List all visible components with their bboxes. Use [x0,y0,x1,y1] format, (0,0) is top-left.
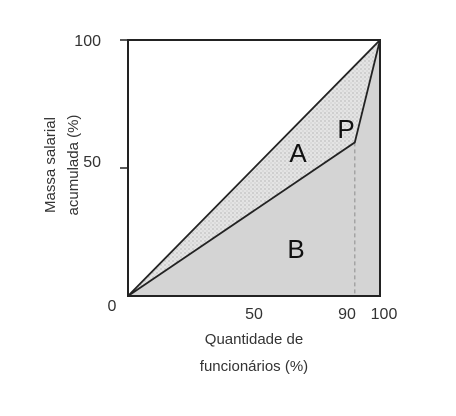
equality-line [127,39,381,297]
x-tick-label-100: 100 [371,306,398,323]
x-axis-title-line2: funcionários (%) [200,358,308,375]
region-b-area [128,40,380,296]
x-tick-label-50: 50 [245,306,263,323]
region-a-label: A [289,138,307,168]
region-p-label: P [337,114,354,144]
y-axis-title-line2: acumulada (%) [65,115,82,216]
x-axis-title-line1: Quantidade de [205,331,303,348]
y-axis-title-line1: Massa salarial [42,117,59,213]
y-tick-label-0: 0 [108,298,117,315]
y-tick-label-100: 100 [74,33,101,50]
region-b-label: B [287,234,304,264]
y-tick-label-50: 50 [83,154,101,171]
x-tick-label-90: 90 [338,306,356,323]
lorenz-curve [127,39,381,297]
